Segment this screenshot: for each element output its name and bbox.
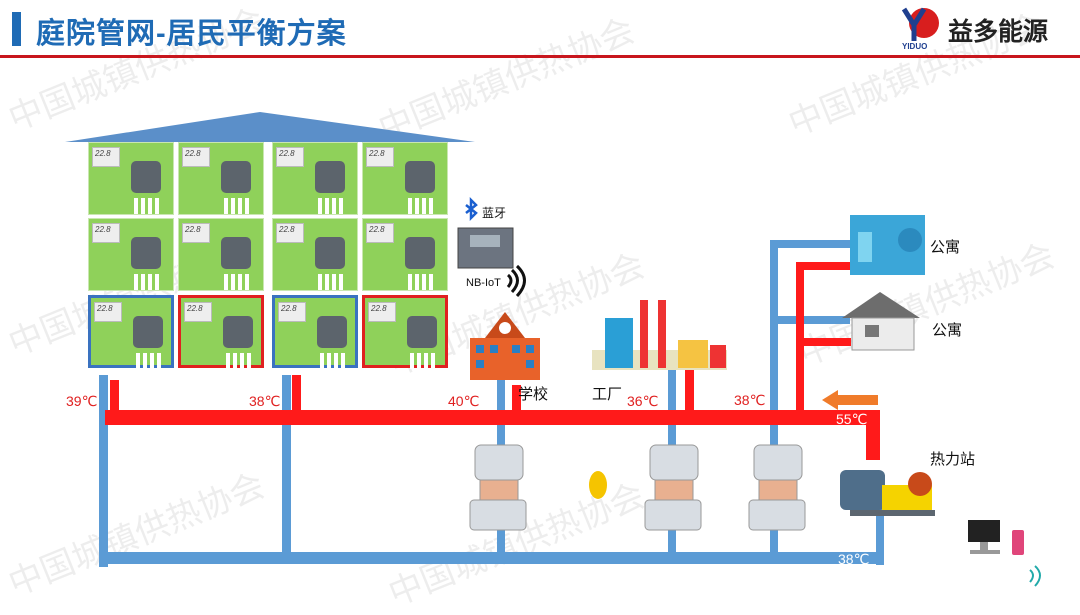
house-icon — [842, 292, 920, 351]
thermostat: 22.8 — [182, 223, 210, 243]
supply-temperature: 55℃ — [836, 411, 868, 427]
apartment-unit: 22.8 — [362, 218, 448, 291]
heat-meter-icon — [133, 316, 163, 348]
heat-meter-icon — [405, 161, 435, 193]
radiator-icon — [224, 274, 252, 290]
apartment-unit: 22.8 — [362, 142, 448, 215]
supply-pipes — [105, 262, 880, 460]
heat-meter-icon — [315, 161, 345, 193]
heat-meter-icon — [131, 161, 161, 193]
apartment-unit: 22.8 — [178, 295, 264, 369]
school-icon — [470, 312, 540, 380]
heat-meter-icon — [405, 237, 435, 269]
thermostat: 22.8 — [276, 147, 304, 167]
bluetooth-icon — [465, 196, 478, 222]
radiator-icon — [224, 198, 252, 214]
thermostat: 22.8 — [366, 147, 394, 167]
apartment-building-icon — [850, 215, 925, 275]
page-title: 庭院管网-居民平衡方案 — [36, 18, 347, 50]
brand-name: 益多能源 — [948, 18, 1049, 46]
thermostat: 22.8 — [184, 302, 212, 322]
title-accent-bar — [12, 12, 21, 46]
residential-building: 22.8 22.8 22.8 22.8 22.8 22.8 22.8 22.8 … — [88, 142, 448, 377]
radiator-icon — [408, 274, 436, 290]
temperature-label: 38℃ — [734, 392, 766, 408]
heat-meter-icon — [223, 316, 253, 348]
radiator-icon — [318, 198, 346, 214]
temperature-label: 39℃ — [66, 393, 98, 409]
apartment-unit: 22.8 — [178, 142, 264, 215]
building-roof — [65, 112, 475, 142]
thermostat: 22.8 — [368, 302, 396, 322]
nbiot-signal-icon — [506, 264, 526, 298]
meter-device — [457, 227, 514, 269]
valves — [469, 444, 806, 531]
yiduo-logo: YIDUO — [901, 7, 939, 51]
indicator-light — [589, 471, 607, 499]
wireless-icon — [1029, 565, 1041, 587]
radiator-icon — [318, 274, 346, 290]
radiator-icon — [134, 274, 162, 290]
thermostat: 22.8 — [94, 302, 122, 322]
heat-meter-icon — [221, 237, 251, 269]
factory-icon — [592, 300, 727, 370]
heat-station-icon — [840, 470, 935, 516]
header-divider — [0, 55, 1080, 58]
heat-meter-icon — [221, 161, 251, 193]
temperature-label: 36℃ — [627, 393, 659, 409]
apartment-unit: 22.8 — [272, 218, 358, 291]
radiator-icon — [134, 198, 162, 214]
thermostat: 22.8 — [92, 147, 120, 167]
factory-label: 工厂 — [592, 386, 623, 403]
apartment-unit: 22.8 — [88, 295, 174, 369]
phone-icon — [1012, 530, 1024, 555]
temperature-label: 40℃ — [448, 393, 480, 409]
return-temperature: 38℃ — [838, 551, 870, 567]
thermostat: 22.8 — [276, 223, 304, 243]
bluetooth-label: 蓝牙 — [482, 206, 507, 220]
nbiot-label: NB-IoT — [466, 277, 501, 289]
thermostat: 22.8 — [366, 223, 394, 243]
thermostat: 22.8 — [182, 147, 210, 167]
apartment-unit: 22.8 — [272, 142, 358, 215]
apartment-unit: 22.8 — [88, 218, 174, 291]
flow-arrow-icon — [822, 390, 878, 410]
heat-meter-icon — [407, 316, 437, 348]
apartment-unit: 22.8 — [362, 295, 448, 369]
heat-meter-icon — [317, 316, 347, 348]
radiator-icon — [410, 353, 438, 369]
radiator-icon — [320, 353, 348, 369]
thermostat: 22.8 — [278, 302, 306, 322]
thermostat: 22.8 — [92, 223, 120, 243]
radiator-icon — [408, 198, 436, 214]
heat-station-label: 热力站 — [930, 451, 976, 468]
radiator-icon — [226, 353, 254, 369]
heat-meter-icon — [315, 237, 345, 269]
school-label: 学校 — [518, 386, 549, 403]
apartment-label: 公寓 — [930, 239, 961, 256]
apartment-unit: 22.8 — [272, 295, 358, 369]
svg-text:YIDUO: YIDUO — [902, 42, 927, 51]
computer-icon — [968, 520, 1000, 554]
apartment-label: 公寓 — [932, 322, 963, 339]
temperature-label: 38℃ — [249, 393, 281, 409]
apartment-unit: 22.8 — [178, 218, 264, 291]
radiator-icon — [136, 353, 164, 369]
heat-meter-icon — [131, 237, 161, 269]
apartment-unit: 22.8 — [88, 142, 174, 215]
